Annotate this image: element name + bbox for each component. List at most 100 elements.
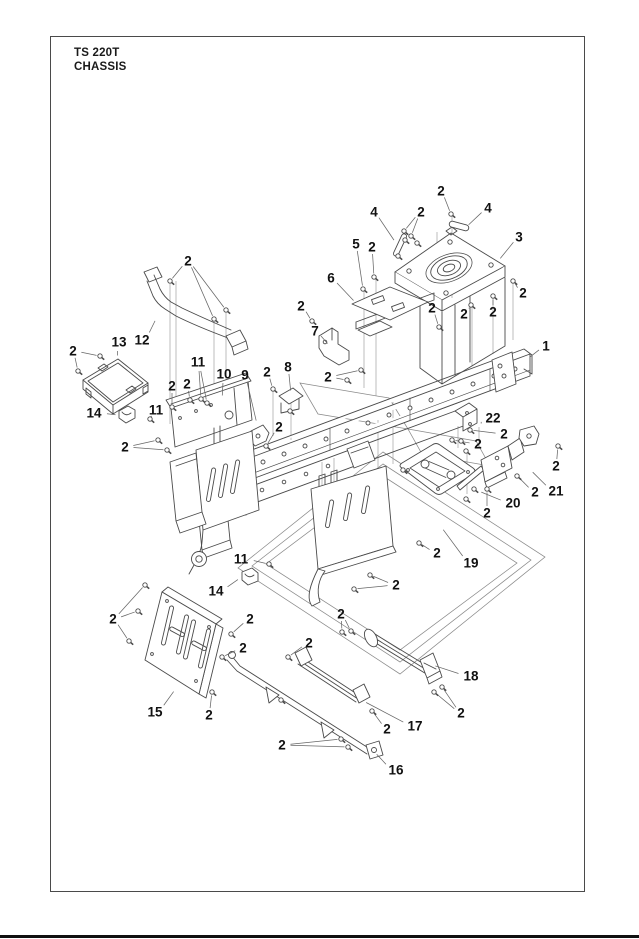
callout-label-2: 2 [531, 485, 539, 500]
callout-label-2: 2 [184, 254, 192, 269]
bracket-22 [454, 402, 478, 432]
callout-label-5: 5 [352, 237, 360, 252]
callout-label-1: 1 [542, 339, 550, 354]
callout-label-2: 2 [239, 641, 247, 656]
callout-label-13: 13 [111, 335, 127, 350]
bolt-icon [458, 438, 466, 446]
callout-label-21: 21 [548, 484, 564, 499]
callout-label-2: 2 [500, 427, 508, 442]
bolt-icon [463, 496, 471, 504]
leader-line [421, 544, 430, 550]
leader-line [556, 449, 559, 460]
bolt-icon [484, 486, 492, 494]
callout-label-2: 2 [483, 506, 491, 521]
bracket-4a [393, 233, 407, 257]
leader-line [74, 357, 78, 368]
leader-line [500, 242, 514, 259]
callout-label-7: 7 [311, 324, 319, 339]
bolt-icon [439, 684, 447, 692]
slotted-panel-15 [144, 586, 224, 699]
support-plate-6 [351, 286, 435, 337]
callout-label-2: 2 [457, 706, 465, 721]
callout-label-2: 2 [437, 184, 445, 199]
callout-label-2: 2 [337, 607, 345, 622]
bolt-icon [209, 689, 217, 697]
bolt-icon [309, 318, 317, 326]
leader-line [519, 478, 529, 488]
bolt-icon [431, 689, 439, 697]
callout-label-10: 10 [216, 367, 231, 382]
bolt-icon [126, 638, 134, 646]
leader-line [246, 381, 257, 421]
bolt-icon [228, 631, 236, 639]
leader-line [442, 529, 463, 557]
leader-line [290, 738, 338, 745]
leader-line [532, 471, 547, 486]
leader-line [133, 447, 164, 451]
bolt-icon [187, 397, 195, 405]
leader-line [336, 282, 354, 301]
pipe-bracket-12 [143, 266, 249, 356]
title-block: TS 220T CHASSIS [74, 46, 127, 74]
bolt-icon [400, 467, 408, 475]
leader-line [227, 579, 239, 588]
bracket-7 [318, 327, 350, 366]
leader-line [434, 314, 439, 324]
callout-label-2: 2 [69, 344, 77, 359]
callout-label-2: 2 [489, 305, 497, 320]
leader-line [468, 212, 482, 225]
callout-label-2: 2 [121, 440, 129, 455]
leader-line [435, 665, 459, 674]
leader-line [225, 650, 236, 656]
leader-line [378, 217, 395, 241]
bottom-rule [0, 935, 639, 938]
leader-line [192, 266, 225, 308]
diagram-frame [50, 36, 585, 892]
bolt-icon [468, 302, 476, 310]
bracket-10 [165, 372, 253, 451]
callout-label-2: 2 [552, 459, 560, 474]
leader-line [233, 623, 244, 633]
leader-line [436, 693, 455, 709]
bolt-icon [449, 437, 457, 445]
bolt-icon [219, 654, 227, 662]
bolt-icon [344, 377, 352, 385]
bolt-icon [358, 367, 366, 375]
callout-label-16: 16 [388, 763, 404, 778]
bolt-icon [463, 448, 471, 456]
leader-line [200, 370, 207, 400]
slotted-plate-19 [308, 465, 397, 607]
callout-label-2: 2 [297, 299, 305, 314]
leader-line [365, 702, 404, 723]
bolt-icon [467, 427, 475, 435]
bolt-icon [367, 572, 375, 580]
front-bracket [169, 430, 260, 575]
seat-plate-assembly [393, 220, 506, 385]
leader-line [120, 611, 135, 618]
leader-line [529, 349, 540, 358]
leader-line [320, 335, 328, 344]
callout-label-15: 15 [147, 705, 163, 720]
bolt-icon [414, 240, 422, 248]
bolt-icon [416, 540, 424, 548]
reference-plane-outlines [237, 382, 546, 675]
leader-line [81, 351, 97, 356]
callout-label-22: 22 [485, 411, 500, 426]
callout-label-3: 3 [515, 230, 523, 245]
callout-label-14: 14 [86, 406, 102, 421]
bolt-icon [266, 561, 274, 569]
page-subtitle: CHASSIS [74, 61, 127, 73]
explosion-guide-lines [169, 216, 514, 516]
leader-line [209, 695, 212, 709]
mid-bracket [346, 440, 376, 469]
bolt-icon [448, 211, 456, 219]
leader-line [290, 646, 303, 656]
bolt-icon [351, 586, 359, 594]
leader-line [221, 383, 224, 396]
callout-label-2: 2 [305, 636, 313, 651]
callout-label-2: 2 [168, 379, 176, 394]
leader-line [376, 753, 387, 765]
callout-label-2: 2 [263, 365, 271, 380]
leader-line [172, 265, 183, 279]
